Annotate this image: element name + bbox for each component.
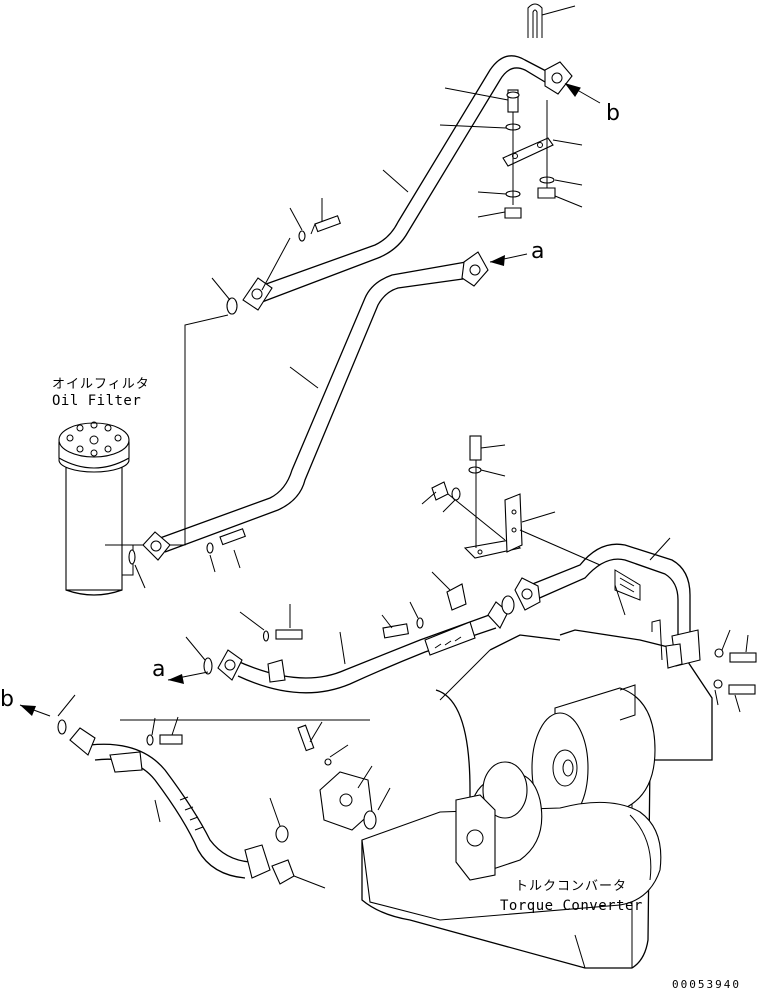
oil-filter [58,421,134,596]
right-fitting-bolts [713,629,757,713]
ref-a-top: a [531,239,544,264]
torque-converter-label-jp: トルクコンバータ [515,879,627,894]
upper-tube [242,55,573,311]
bottom-left-bolts [146,716,183,746]
torque-converter-label-en: Torque Converter [500,898,643,914]
oil-filter-label-jp: オイルフィルタ [52,377,150,392]
middle-tube [142,251,489,561]
ref-b-bottom: b [0,687,14,712]
lower-tube [217,601,509,694]
right-tube [501,543,701,669]
middle-flange-bolts [206,528,246,554]
lower-flange-bolts [239,571,467,642]
bottom-left-tube [69,727,271,879]
top-bracket [502,89,556,219]
torque-converter [361,629,713,969]
junction-block [297,724,373,831]
ref-b-top: b [606,101,620,126]
oil-filter-label-en: Oil Filter [52,393,141,409]
drawing-number: 00053940 [672,978,741,991]
mid-bracket [431,435,523,559]
u-bolt-top [527,3,543,38]
o-ring [226,297,238,315]
upper-flange-bolts [298,215,341,242]
ref-a-bottom: a [152,657,165,682]
filter-head-bolts [66,421,122,457]
